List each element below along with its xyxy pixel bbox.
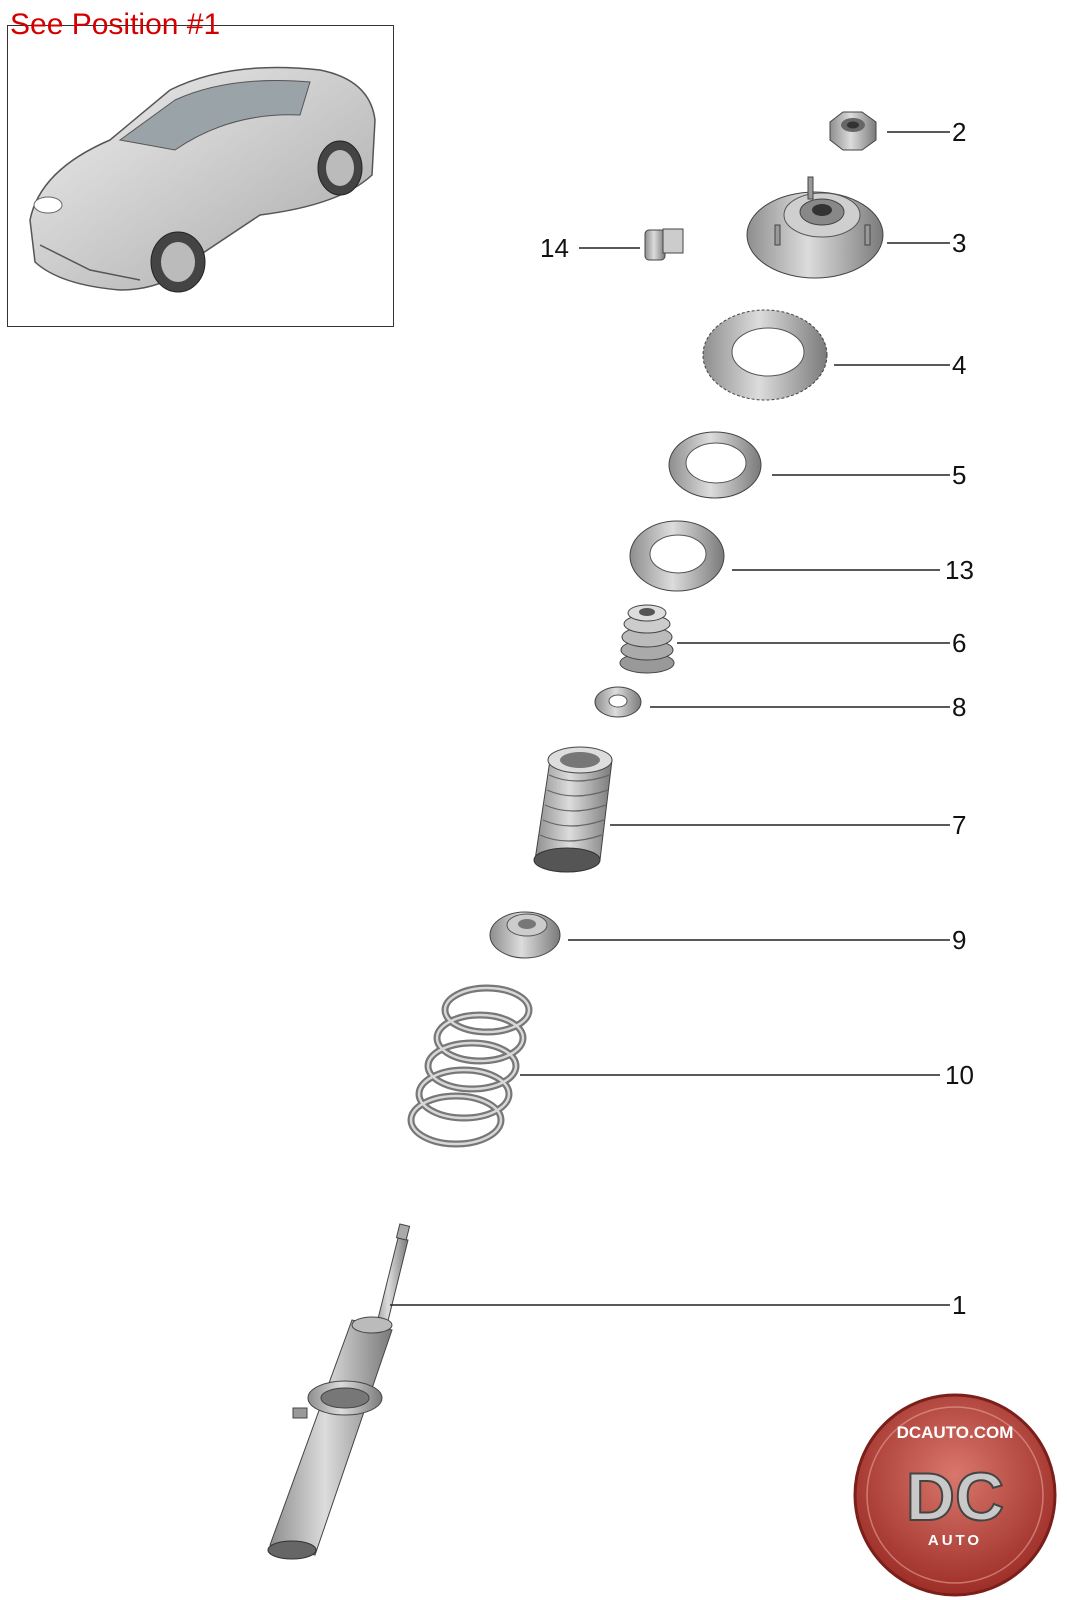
vehicle-position-inset xyxy=(7,25,394,327)
logo-top-text: DCAUTO.COM xyxy=(897,1423,1014,1442)
callout-4: 4 xyxy=(952,350,966,380)
callout-7: 7 xyxy=(952,810,966,840)
part-1-shock-absorber xyxy=(267,1223,411,1560)
callout-6: 6 xyxy=(952,628,966,658)
part-4-bearing xyxy=(702,309,828,401)
part-9-spring-seat xyxy=(489,911,561,959)
logo-bottom-text: AUTO xyxy=(928,1532,982,1549)
callout-2: 2 xyxy=(952,117,966,147)
callout-8: 8 xyxy=(952,692,966,722)
car-illustration xyxy=(29,66,376,293)
dcauto-logo: DCAUTO.COM DC AUTO xyxy=(853,1393,1057,1597)
part-3-top-mount xyxy=(746,176,884,279)
callout-14: 14 xyxy=(540,233,569,263)
leader-lines xyxy=(390,131,950,1306)
part-10-coil-spring xyxy=(407,984,533,1148)
logo-monogram: DC xyxy=(906,1459,1004,1535)
part-5-washer xyxy=(668,431,762,499)
callout-3: 3 xyxy=(952,228,966,258)
callout-13: 13 xyxy=(945,555,974,585)
callout-5: 5 xyxy=(952,460,966,490)
part-8-small-washer xyxy=(594,686,642,718)
callout-numbers: 2 3 14 4 5 13 6 8 7 9 10 1 xyxy=(540,117,974,1320)
part-13-ring xyxy=(629,520,725,592)
callout-1: 1 xyxy=(952,1290,966,1320)
part-7-dust-boot xyxy=(533,746,613,873)
callout-10: 10 xyxy=(945,1060,974,1090)
part-2-nut xyxy=(829,111,877,151)
callout-9: 9 xyxy=(952,925,966,955)
part-6-bump-stop xyxy=(619,604,675,674)
position-label: See Position #1 xyxy=(10,8,221,41)
part-14-clip xyxy=(644,228,684,261)
